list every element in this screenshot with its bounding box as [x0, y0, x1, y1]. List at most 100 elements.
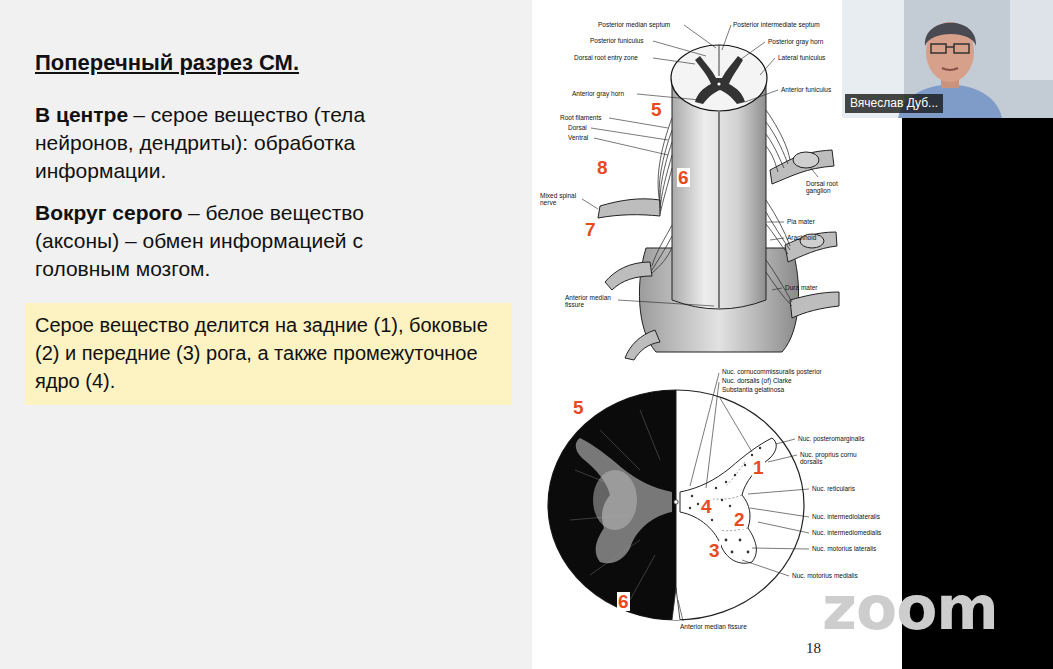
leader-line	[776, 439, 795, 444]
root-filaments	[659, 130, 672, 205]
stain-texture	[630, 555, 655, 600]
nucleus-cells	[734, 474, 736, 476]
nucleus-cells	[691, 495, 693, 497]
node-text: Серое вещество делится на задние (1), бо…	[35, 311, 502, 395]
spinal-nerve	[785, 232, 837, 262]
nucleus-label: Nuc. intermediolateralis	[812, 513, 880, 520]
leader-line	[637, 94, 700, 100]
cord-cross-section	[548, 390, 804, 620]
callout-number: 4	[700, 497, 713, 516]
leader-line	[582, 199, 598, 209]
leader-line	[745, 90, 778, 102]
nucleus-cells	[711, 519, 713, 521]
highlight-box: Серое вещество делится на задние (1), бо…	[25, 303, 512, 405]
root-filaments	[766, 260, 792, 302]
nucleus-label: Nuc. proprius cornu dorsalis	[800, 451, 864, 466]
leader-line	[750, 508, 809, 517]
callout-number: 2	[733, 510, 746, 529]
callout-number: 6	[677, 168, 690, 187]
root-filaments	[658, 118, 672, 202]
part-label: Posterior intermediate septum	[733, 21, 820, 28]
page-number: 18	[806, 640, 821, 657]
gray-matter	[695, 56, 745, 104]
nucleus-label: Nuc. intermediomedialis	[812, 529, 881, 536]
stained-half	[548, 390, 676, 620]
leader-line	[768, 455, 797, 462]
root-ganglion	[793, 152, 819, 168]
spinal-nerve	[625, 330, 660, 360]
video-thumbnail	[931, 44, 946, 53]
cord-cross-section	[548, 390, 804, 620]
nucleus-label: Nuc. dorsalis (of) Clarke	[722, 377, 792, 384]
central-canal	[674, 500, 678, 504]
video-thumbnail	[1010, 0, 1053, 80]
part-label: Dorsal root entry zone	[574, 54, 638, 61]
stain-texture	[640, 410, 660, 460]
leader-line	[678, 373, 809, 621]
part-label: Posterior gray horn	[768, 38, 823, 45]
leader-line	[720, 398, 752, 452]
part-label: Arachnoid	[787, 234, 816, 241]
part-label: Anterior gray horn	[572, 90, 624, 97]
video-thumbnail	[946, 46, 954, 48]
part-label: Dura mater	[785, 284, 818, 291]
leader-line	[742, 560, 789, 576]
part-label: Posterior median septum	[598, 21, 670, 28]
nucleus-label: Nuc. cornucommissuralis posterior	[722, 368, 822, 375]
leader-line	[758, 522, 809, 533]
leader-line	[653, 58, 695, 64]
central-canal	[717, 82, 720, 85]
leader-line	[582, 25, 818, 306]
leader-line	[810, 167, 818, 177]
nucleus-cells	[697, 503, 699, 505]
slide-title: Поперечный разрез СМ.	[35, 50, 299, 76]
leader-line	[767, 222, 784, 223]
stained-gray-matter	[576, 438, 672, 563]
callout-number: 7	[584, 220, 597, 239]
median-fissure	[718, 112, 720, 308]
leader-line	[618, 300, 714, 306]
part-label: Anterior median fissure	[565, 294, 617, 309]
lead-phrase: В центре	[35, 103, 128, 126]
nucleus-cells	[725, 539, 728, 542]
leader-line	[678, 600, 683, 621]
nucleus-cells	[739, 539, 742, 542]
nucleus-label: Nuc. posteromarginalis	[798, 435, 864, 442]
median-septum	[719, 45, 720, 76]
leader-line	[706, 382, 719, 488]
root-filaments	[766, 122, 788, 164]
part-label: Dorsal	[568, 124, 587, 131]
nucleus-cells	[731, 551, 734, 554]
leader-line	[684, 25, 716, 48]
root-filaments	[766, 110, 790, 160]
video-thumbnail	[925, 23, 976, 46]
spinal-nerve	[790, 292, 839, 318]
nucleus-cells	[747, 551, 750, 554]
root-filaments	[652, 225, 672, 266]
part-label: Anterior median fissure	[680, 623, 747, 630]
nucleus-label: Nuc. reticularis	[812, 485, 855, 492]
part-label: Mixed spinal nerve	[540, 192, 580, 207]
nucleus-cells	[729, 505, 731, 507]
root-filaments	[766, 146, 778, 172]
midline	[676, 390, 677, 620]
cord-body	[672, 80, 766, 309]
part-label: Posterior funiculus	[590, 37, 643, 44]
watermark: zoom	[822, 578, 998, 638]
leader-line	[722, 25, 731, 50]
slide-text-panel	[0, 0, 532, 669]
root-filaments	[652, 247, 672, 273]
stained-gray-matter	[593, 470, 637, 530]
callout-number: 5	[650, 100, 663, 119]
video-thumbnail	[842, 0, 1053, 118]
nucleus-cells	[721, 499, 723, 501]
nucleus-cells	[744, 464, 746, 466]
root-filaments	[652, 110, 792, 306]
nucleus-label: Substantia gelatinosa	[722, 386, 784, 393]
cord-3d-view	[598, 45, 839, 360]
part-label: Root filaments	[560, 114, 602, 121]
nucleus-label: Nuc. motorius lateralis	[812, 545, 876, 552]
leader-line	[770, 238, 784, 240]
leader-line	[737, 42, 765, 62]
